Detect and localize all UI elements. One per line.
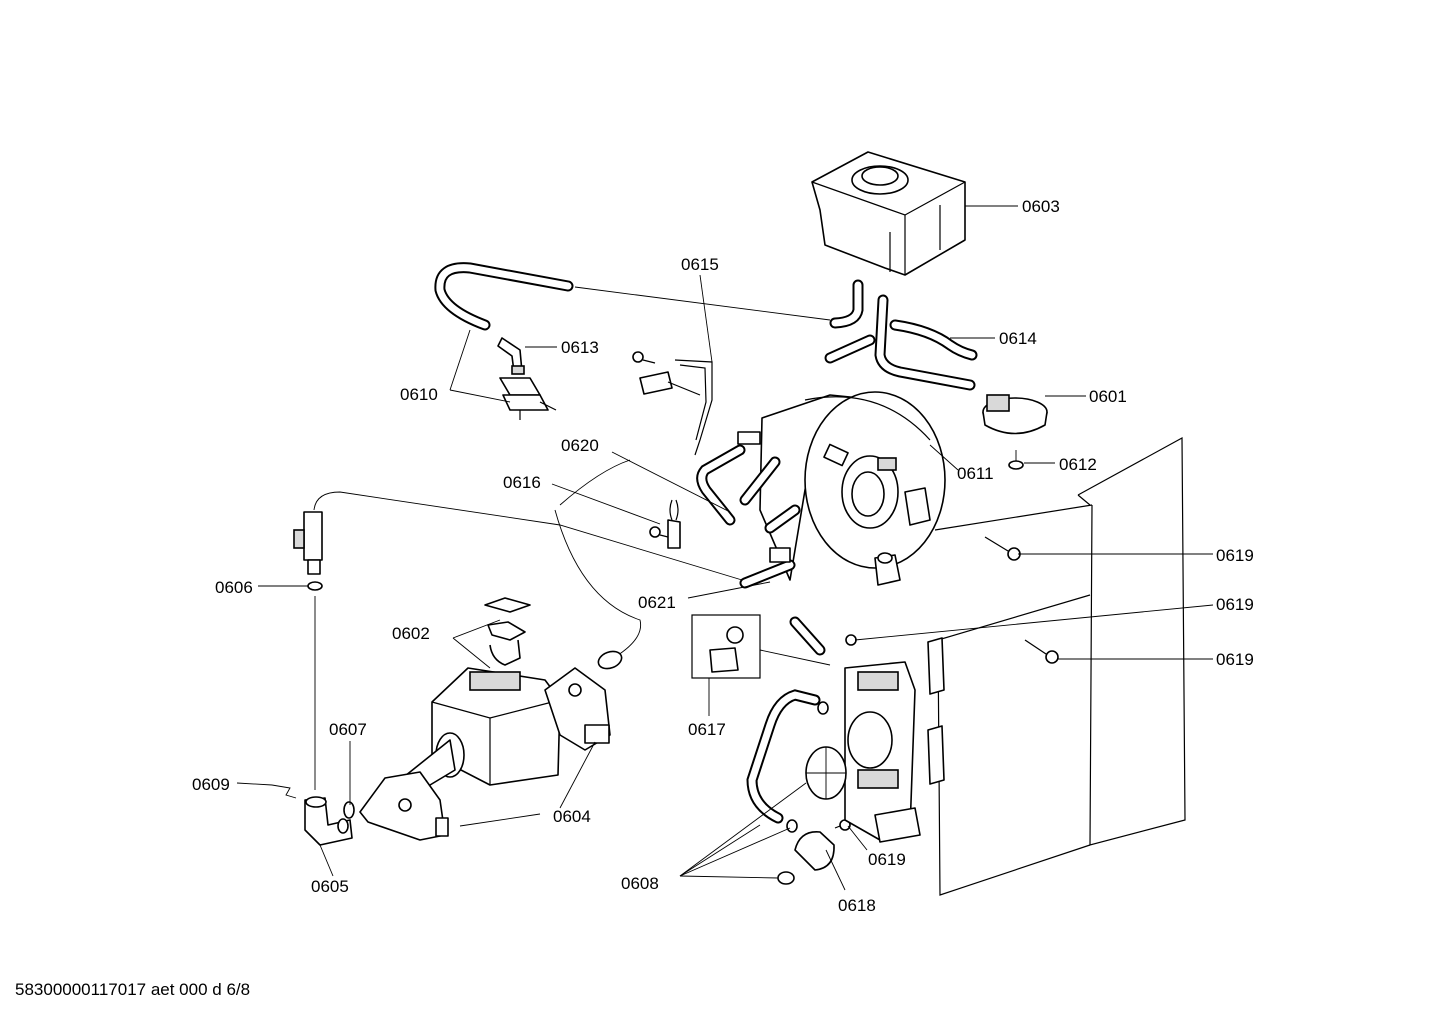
part-0612-washer bbox=[1008, 450, 1024, 470]
callout-0608: 0608 bbox=[621, 874, 659, 893]
connecting-tube bbox=[313, 459, 743, 790]
document-footer-id: 58300000117017 aet 000 d 6/8 bbox=[15, 980, 251, 999]
part-0617-clip-detail bbox=[691, 614, 831, 679]
thermoblock-housing bbox=[759, 391, 946, 586]
part-0608-tube-and-seals bbox=[746, 689, 847, 885]
callout-0603: 0603 bbox=[1022, 197, 1060, 216]
callout-0618: 0618 bbox=[838, 896, 876, 915]
callout-0604: 0604 bbox=[553, 807, 591, 826]
callout-0616: 0616 bbox=[503, 473, 541, 492]
callout-0601: 0601 bbox=[1089, 387, 1127, 406]
part-0603-cover bbox=[811, 151, 966, 276]
part-0610-hose bbox=[434, 262, 831, 331]
part-0616-sensor bbox=[649, 499, 681, 549]
control-board bbox=[844, 637, 945, 843]
callout-0606: 0606 bbox=[215, 578, 253, 597]
part-0621-hose-piece bbox=[739, 547, 796, 589]
part-0620-hose bbox=[696, 431, 801, 534]
part-0613-elbow bbox=[497, 337, 525, 375]
callout-0615: 0615 bbox=[681, 255, 719, 274]
callout-0621: 0621 bbox=[638, 593, 676, 612]
part-0602-clips bbox=[484, 597, 531, 666]
frame-back-plate bbox=[934, 436, 1186, 896]
callout-0614: 0614 bbox=[999, 329, 1037, 348]
callout-0619-4: 0619 bbox=[868, 850, 906, 869]
callout-0617: 0617 bbox=[688, 720, 726, 739]
callout-0605: 0605 bbox=[311, 877, 349, 896]
part-0605-elbow bbox=[271, 784, 355, 846]
callout-0619-1: 0619 bbox=[1216, 546, 1254, 565]
leader-lines bbox=[236, 205, 1214, 891]
part-0604-pump bbox=[359, 650, 623, 841]
callout-0611: 0611 bbox=[957, 464, 994, 483]
part-0610-bracket bbox=[499, 377, 557, 420]
callout-0620: 0620 bbox=[561, 436, 599, 455]
callout-0610: 0610 bbox=[400, 385, 438, 404]
callout-0612: 0612 bbox=[1059, 455, 1097, 474]
callout-0613: 0613 bbox=[561, 338, 599, 357]
callout-0609: 0609 bbox=[192, 775, 230, 794]
callout-0607: 0607 bbox=[329, 720, 367, 739]
callout-0602: 0602 bbox=[392, 624, 430, 643]
callout-0619-2: 0619 bbox=[1216, 595, 1254, 614]
part-0601-flow-meter bbox=[982, 394, 1048, 435]
callout-0619-3: 0619 bbox=[1216, 650, 1254, 669]
part-0615-wire bbox=[632, 351, 713, 456]
part-0614-hoses bbox=[824, 279, 978, 391]
part-0606-valve bbox=[293, 511, 323, 591]
callout-labels: 0603 0615 0614 0613 0610 0601 0620 0612 … bbox=[192, 197, 1254, 915]
